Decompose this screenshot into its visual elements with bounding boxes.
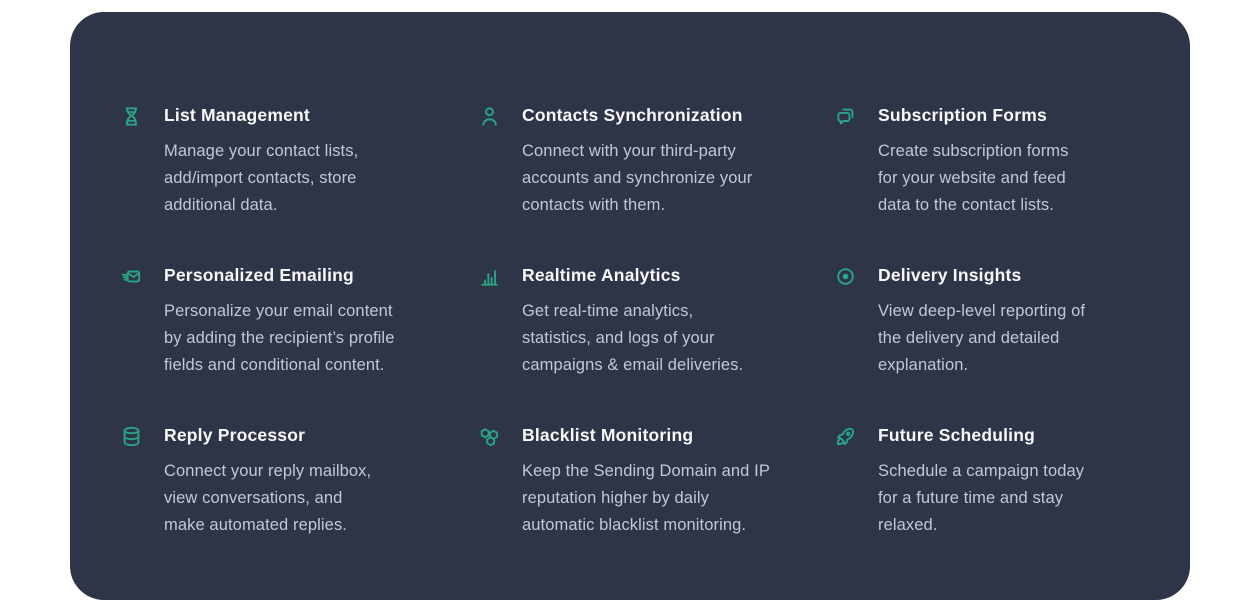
feature-title: Realtime Analytics xyxy=(522,265,681,285)
feature-title: Subscription Forms xyxy=(878,105,1047,125)
feature-title: Future Scheduling xyxy=(878,425,1036,445)
feature-description: Connect with your third-party accounts a… xyxy=(522,142,753,214)
rocket-icon xyxy=(834,425,857,448)
feature-text: Delivery Insights View deep-level report… xyxy=(878,264,1085,379)
feature-description: Get real-time analytics, statistics, and… xyxy=(522,302,744,374)
feature-text: Contacts Synchronization Connect with yo… xyxy=(522,104,752,219)
feature-personalized-emailing: Personalized Emailing Personalize your e… xyxy=(120,264,478,379)
feature-realtime-analytics: Realtime Analytics Get real-time analyti… xyxy=(478,264,834,379)
features-card: List Management Manage your contact list… xyxy=(70,12,1190,600)
feature-subscription-forms: Subscription Forms Create subscription f… xyxy=(834,104,1160,219)
feature-future-scheduling: Future Scheduling Schedule a campaign to… xyxy=(834,424,1160,539)
feature-reply-processor: Reply Processor Connect your reply mailb… xyxy=(120,424,478,539)
database-icon xyxy=(120,425,143,448)
feature-contacts-synchronization: Contacts Synchronization Connect with yo… xyxy=(478,104,834,219)
feature-list-management: List Management Manage your contact list… xyxy=(120,104,478,219)
feature-title: Blacklist Monitoring xyxy=(522,425,694,445)
feature-text: Personalized Emailing Personalize your e… xyxy=(164,264,394,379)
feature-text: Realtime Analytics Get real-time analyti… xyxy=(522,264,743,379)
hexagons-icon xyxy=(478,425,501,448)
feature-text: Subscription Forms Create subscription f… xyxy=(878,104,1069,219)
feature-text: List Management Manage your contact list… xyxy=(164,104,358,219)
feature-text: Future Scheduling Schedule a campaign to… xyxy=(878,424,1084,539)
feature-delivery-insights: Delivery Insights View deep-level report… xyxy=(834,264,1160,379)
feature-description: View deep-level reporting of the deliver… xyxy=(878,302,1086,374)
feature-title: List Management xyxy=(164,105,310,125)
feature-blacklist-monitoring: Blacklist Monitoring Keep the Sending Do… xyxy=(478,424,834,539)
feature-description: Personalize your email content by adding… xyxy=(164,302,395,374)
feature-description: Schedule a campaign today for a future t… xyxy=(878,462,1085,534)
bar-chart-icon xyxy=(478,265,501,288)
feature-description: Keep the Sending Domain and IP reputatio… xyxy=(522,462,770,534)
feature-description: Manage your contact lists, add/import co… xyxy=(164,142,359,214)
feature-text: Reply Processor Connect your reply mailb… xyxy=(164,424,371,539)
feature-description: Connect your reply mailbox, view convers… xyxy=(164,462,372,534)
target-icon xyxy=(834,265,857,288)
feature-title: Personalized Emailing xyxy=(164,265,354,285)
feature-title: Delivery Insights xyxy=(878,265,1022,285)
dna-list-icon xyxy=(120,105,143,128)
chat-bubbles-icon xyxy=(834,105,857,128)
mail-send-icon xyxy=(120,265,143,288)
feature-description: Create subscription forms for your websi… xyxy=(878,142,1069,214)
feature-title: Contacts Synchronization xyxy=(522,105,743,125)
features-grid: List Management Manage your contact list… xyxy=(120,104,1160,539)
feature-text: Blacklist Monitoring Keep the Sending Do… xyxy=(522,424,770,539)
user-icon xyxy=(478,105,501,128)
feature-title: Reply Processor xyxy=(164,425,306,445)
